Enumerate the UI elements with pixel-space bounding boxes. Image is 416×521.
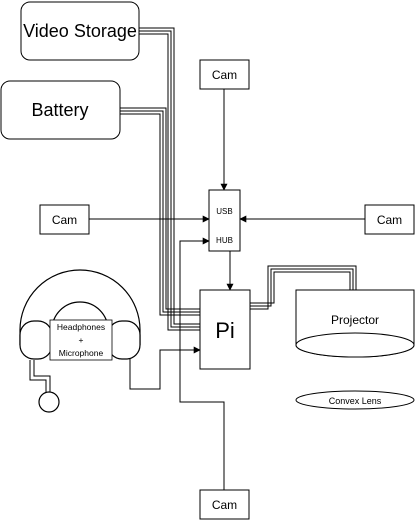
pi-label: Pi [215, 318, 235, 343]
pi-projector-link-inner [250, 268, 354, 307]
usb-hub-label-line2: HUB [216, 236, 233, 245]
headphones-label-line3: Microphone [59, 348, 104, 358]
headphones-label-line1: Headphones [57, 322, 105, 332]
usb-hub-node: USB HUB [208, 189, 241, 252]
projector-label: Projector [331, 313, 379, 327]
battery-label: Battery [31, 100, 88, 120]
battery-pi-link [120, 107, 200, 310]
cam-bottom-to-hub [179, 237, 225, 490]
video-storage-pi-link-inner2 [139, 33, 200, 331]
video-storage-pi-link [139, 27, 200, 325]
cam-bottom-label: Cam [212, 498, 237, 512]
cam-bottom-node: Cam [199, 489, 250, 520]
cam-right-label: Cam [377, 213, 402, 227]
video-storage-node: Video Storage [20, 1, 140, 61]
video-storage-label: Video Storage [23, 21, 137, 41]
pi-node: Pi [199, 289, 251, 370]
battery-pi-link-inner [120, 110, 200, 313]
cam-left-label: Cam [52, 213, 77, 227]
cam-top-node: Cam [199, 59, 250, 90]
cam-right-node: Cam [364, 204, 415, 235]
usb-hub-label-line1: USB [216, 207, 232, 216]
microphone-icon [38, 391, 60, 413]
cam-top-label: Cam [212, 68, 237, 82]
projector-node: Projector [295, 289, 415, 358]
battery-pi-link-inner2 [120, 113, 200, 316]
headphone-cable [29, 360, 47, 392]
convex-lens-node: Convex Lens [295, 390, 415, 410]
convex-lens-label: Convex Lens [329, 396, 382, 406]
headphones-label-line2: + [79, 335, 84, 345]
connections [29, 27, 365, 490]
headphones-node: Headphones + Microphone [19, 269, 141, 413]
headphone-cable-inner [33, 360, 51, 392]
pi-projector-link [250, 265, 357, 310]
pi-projector-link-inner2 [250, 271, 351, 304]
headphones-to-pi [129, 346, 201, 390]
battery-node: Battery [0, 80, 121, 140]
cam-left-node: Cam [39, 204, 90, 235]
video-storage-pi-link-inner [139, 30, 200, 328]
